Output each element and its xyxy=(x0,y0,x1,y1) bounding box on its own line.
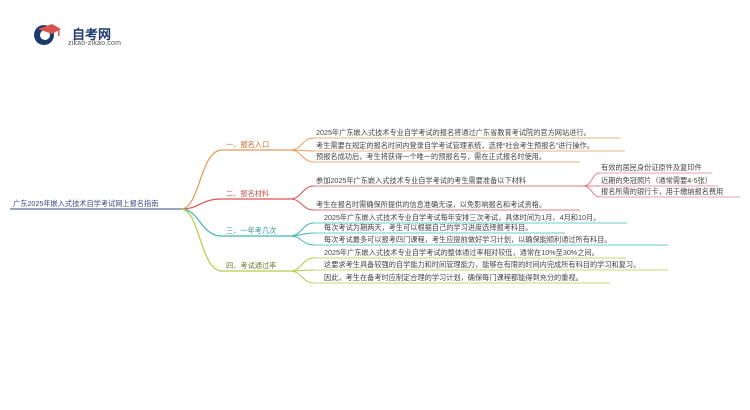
connector-branch-2 xyxy=(180,198,223,210)
branch-entry: 一、报名入口 xyxy=(226,140,270,149)
leaf-entry-3: 预报名成功后，考生将获得一个唯一的预报名号，需在正式报名时使用。 xyxy=(316,152,547,161)
logo-title: 自考网 xyxy=(72,27,112,42)
leaf-pass-rate-1: 2025年广东嵌入式技术专业自学考试的整体通过率相对较低，通常在10%至30%之… xyxy=(324,248,599,257)
leaf-frequency-2: 每次考试为期两天，考生可以根据自己的学习进度选择报考科目。 xyxy=(324,223,533,232)
root-topic: 广东2025年嵌入式技术自学考试网上报名指南 xyxy=(13,199,159,208)
leaf-materials-1: 参加2025年广东嵌入式技术专业自学考试的考生需要准备以下材料 xyxy=(316,176,527,185)
connector-branch-3 xyxy=(180,208,223,237)
material-id-card: 有效的居民身份证原件及复印件 xyxy=(601,163,702,172)
leaf-pass-rate-2: 这要求考生具备较强的自学能力和时间管理能力，能够在有限的时间内完成所有科目的学习… xyxy=(324,260,641,269)
branch-pass-rate: 四、考试通过率 xyxy=(226,261,277,270)
leaf-pass-rate-3: 因此，考生在备考时应制定合理的学习计划，确保每门课程都能得到充分的重视。 xyxy=(324,273,583,282)
connector-branch-1 xyxy=(180,149,223,210)
leaf-frequency-1: 2025年广东嵌入式技术专业自学考试每年安排三次考试，具体时间为1月、4月和10… xyxy=(324,213,601,222)
material-photo: 近期的免冠照片（通常需要4-5张） xyxy=(601,176,713,185)
branch-materials: 二、报名材料 xyxy=(226,189,270,198)
site-logo[interactable]: 自考网 zikao-zikao.com xyxy=(32,22,142,52)
leaf-entry-2: 考生需要在规定的报名时间内登录自学考试管理系统，选择“社会考生预报名”进行操作。 xyxy=(316,141,594,150)
graduation-cap-icon xyxy=(34,24,61,45)
branch-frequency: 三、一年考几次 xyxy=(226,226,277,235)
material-bank-card: 报名所需的银行卡，用于缴纳报名费用 xyxy=(601,187,724,196)
connector-branch-4 xyxy=(180,208,223,272)
leaf-frequency-3: 每次考试最多可以报考四门课程，考生应提前做好学习计划，以确保能顺利通过所有科目。 xyxy=(324,235,612,244)
logo-url: zikao-zikao.com xyxy=(68,40,122,47)
leaf-entry-1: 2025年广东嵌入式技术专业自学考试的报名将通过广东省教育考试院的官方网站进行。 xyxy=(316,128,591,137)
leaf-materials-2: 考生在报名时需确保所提供的信息准确无误，以免影响报名和考试资格。 xyxy=(316,200,547,209)
